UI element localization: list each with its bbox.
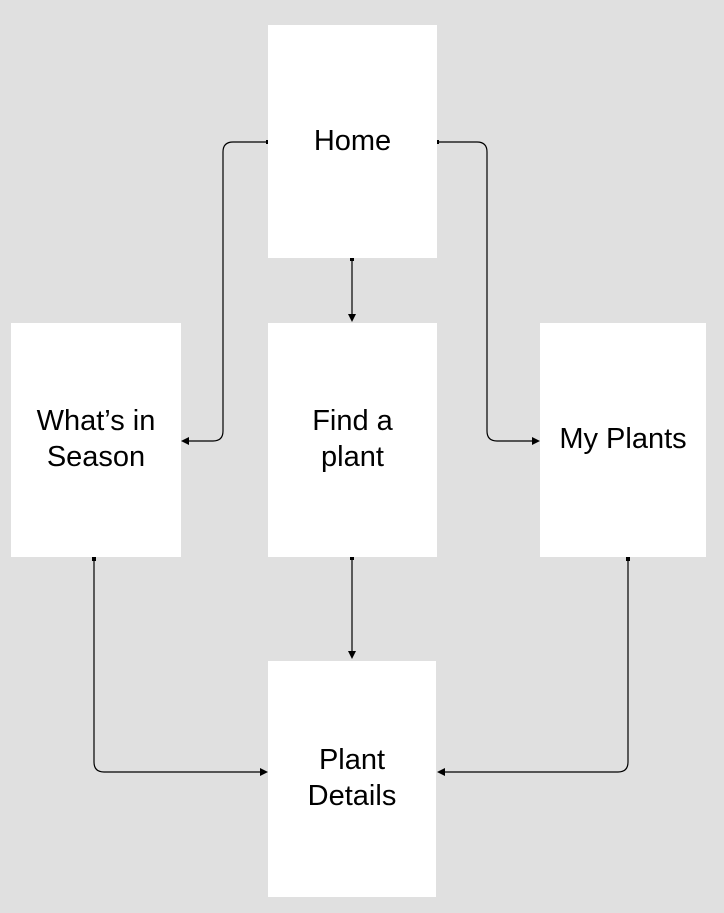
- edge-my-plants-to-plant-details: [437, 557, 630, 776]
- edge-find-a-plant-to-plant-details: [348, 556, 356, 659]
- edge-home-to-find-a-plant: [348, 257, 356, 322]
- node-my-plants: My Plants: [540, 323, 706, 557]
- edge-whats-in-season-to-plant-details: [92, 557, 268, 776]
- node-plant-details: Plant Details: [268, 661, 436, 897]
- node-home-label: Home: [313, 124, 392, 157]
- node-plant-details-label: Plant Details: [307, 744, 397, 812]
- node-find-a-plant: Find a plant: [268, 323, 437, 557]
- node-whats-in-season: What’s in Season: [11, 323, 181, 557]
- node-find-a-plant-label: Find a plant: [312, 405, 393, 473]
- edge-home-to-my-plants: [435, 140, 540, 445]
- edge-home-to-whats-in-season: [181, 140, 270, 445]
- node-home: Home: [268, 25, 437, 258]
- node-my-plants-label: My Plants: [559, 423, 687, 456]
- node-whats-in-season-label: What’s in Season: [36, 405, 156, 473]
